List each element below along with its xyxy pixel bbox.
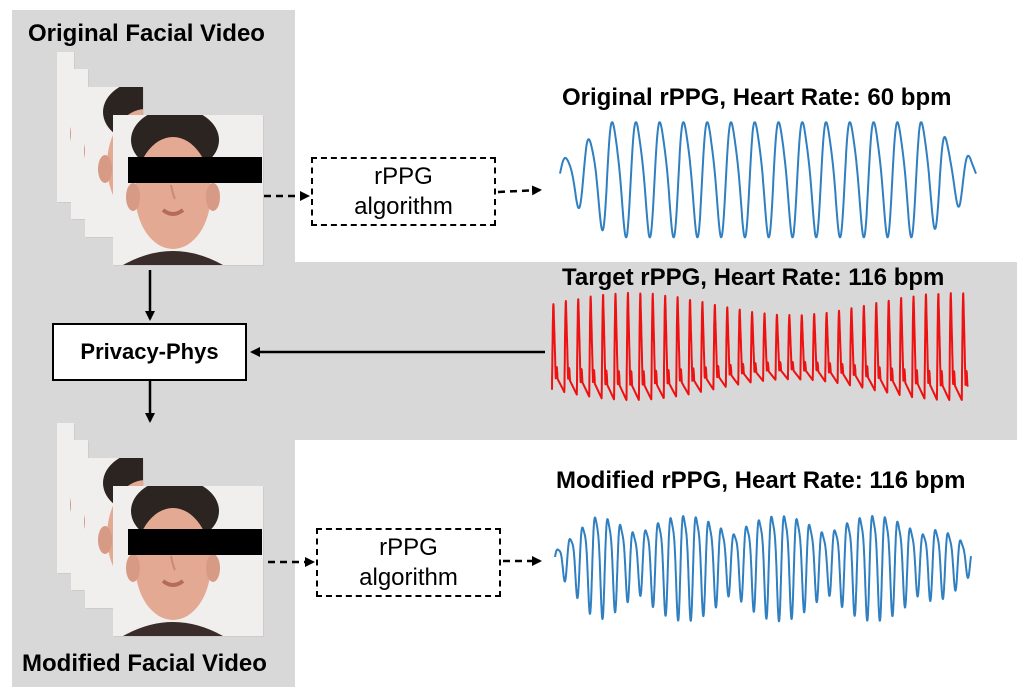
rppg-algorithm-box-top: rPPG algorithm [311,157,496,226]
rppg-algorithm-box-bottom: rPPG algorithm [316,528,501,597]
original-rppg-label: Original rPPG, Heart Rate: 60 bpm [562,84,952,111]
rppg-algorithm-bottom-line2: algorithm [359,563,458,591]
target-rppg-line [551,291,969,401]
censor-bar-top [128,157,262,183]
modified-rppg-waveform [554,515,972,623]
original-rppg-waveform [559,121,977,239]
target-rppg-label: Target rPPG, Heart Rate: 116 bpm [562,264,945,291]
modified-rppg-label: Modified rPPG, Heart Rate: 116 bpm [556,467,966,494]
target-rppg-waveform [551,291,969,401]
privacy-phys-box: Privacy-Phys [52,323,247,381]
original-video-label: Original Facial Video [28,20,265,47]
modified-rppg-line [554,515,972,623]
original-rppg-line [559,121,977,239]
modified-video-label: Modified Facial Video [22,650,267,677]
censor-bar-bottom [128,529,262,555]
face-frame-back [71,69,88,219]
rppg-algorithm-top-line2: algorithm [354,192,453,220]
rppg-algorithm-top-line1: rPPG [374,162,433,190]
face-frame-back [57,423,74,573]
dashed-arrow-algo-to-wave-top [497,185,542,196]
rppg-algorithm-bottom-line1: rPPG [379,533,438,561]
